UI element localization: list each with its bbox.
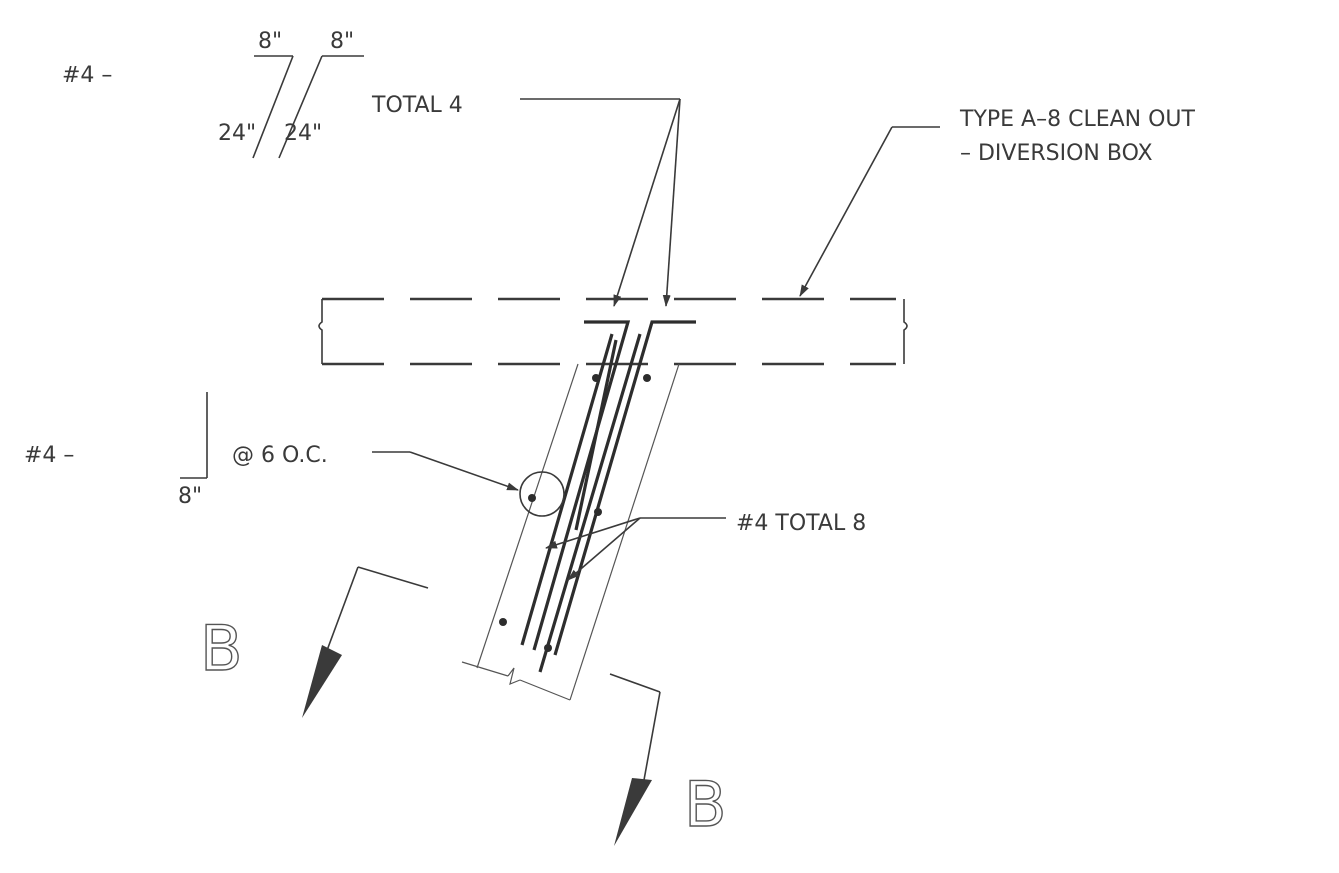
dim-24-left: 24": [218, 121, 256, 146]
spacing-label: @ 6 O.C.: [232, 443, 328, 468]
bent-bar-symbol-mid: [180, 392, 208, 479]
bar4-mid-label: #4 –: [24, 443, 74, 468]
section-cut-right: [609, 673, 661, 846]
rebar-lines: [520, 320, 696, 673]
rebar-dots: [499, 374, 651, 652]
bar4-top-label: #4 –: [62, 63, 112, 88]
type-a8-label-line2: – DIVERSION BOX: [960, 141, 1153, 166]
bent-bar-symbol-top: [252, 55, 364, 159]
section-label-right: B: [684, 768, 727, 841]
section-label-left: B: [200, 612, 243, 685]
type-a8-leader: [799, 126, 940, 297]
dim-8-left: 8": [258, 29, 282, 54]
diversion-box-outline: [318, 297, 908, 366]
dim-24-right: 24": [284, 121, 322, 146]
total-4-leader: [520, 98, 681, 307]
total-4-label: TOTAL 4: [371, 93, 463, 118]
total-8-label: #4 TOTAL 8: [736, 511, 866, 536]
dim-8-right: 8": [330, 29, 354, 54]
dim-8-bottom: 8": [178, 484, 202, 509]
detail-circle: [519, 471, 565, 517]
pipe-wall-lines: [461, 363, 680, 701]
spacing-leader: [372, 451, 519, 491]
type-a8-label-line1: TYPE A–8 CLEAN OUT: [959, 107, 1196, 132]
section-cut-left: [302, 566, 429, 718]
total-8-leader: [545, 517, 726, 581]
